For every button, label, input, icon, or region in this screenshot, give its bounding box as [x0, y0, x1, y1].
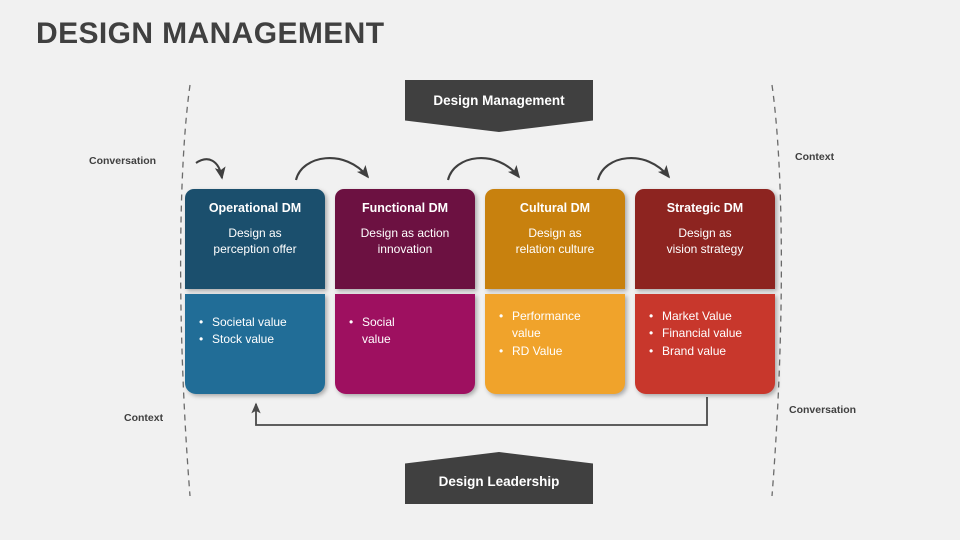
card-title: Operational DM [208, 201, 302, 215]
flow-arrow-1 [195, 158, 226, 180]
list-item-continuation: value [512, 326, 541, 341]
card-bottom-operational-dm[interactable]: Societal value Stock value [185, 294, 325, 394]
column-cultural-dm: Cultural DM Design as relation culture P… [485, 189, 625, 394]
banner-bottom-label: Design Leadership [438, 474, 560, 490]
card-bottom-strategic-dm[interactable]: Market Value Financial value Brand value [635, 294, 775, 394]
list-item: Social [349, 314, 467, 332]
list-item: Market Value [649, 308, 767, 326]
card-top-cultural-dm[interactable]: Cultural DM Design as relation culture [485, 189, 625, 289]
label-context-left: Context [124, 412, 164, 424]
banner-top-label: Design Management [433, 93, 565, 109]
value-list: Social value [349, 314, 467, 349]
card-subtitle-line1: Design as [228, 226, 282, 241]
flow-arrow-3 [446, 157, 521, 181]
card-top-strategic-dm[interactable]: Strategic DM Design as vision strategy [635, 189, 775, 289]
card-title: Strategic DM [666, 201, 744, 215]
list-item: Brand value [649, 343, 767, 361]
card-subtitle-line1: Design as action [360, 226, 450, 241]
list-item: Financial value [649, 325, 767, 343]
card-subtitle-line1: Design as [678, 226, 732, 241]
card-subtitle-line2: innovation [377, 241, 433, 256]
list-item: Performance [499, 308, 617, 326]
value-list: Societal value Stock value [199, 314, 317, 349]
card-bottom-cultural-dm[interactable]: Performance value RD Value [485, 294, 625, 394]
card-subtitle-line2: relation culture [515, 241, 595, 256]
banner-design-leadership: Design Leadership [405, 452, 593, 504]
card-title: Cultural DM [519, 201, 591, 215]
card-top-operational-dm[interactable]: Operational DM Design as perception offe… [185, 189, 325, 289]
page-title: DESIGN MANAGEMENT [36, 17, 385, 50]
card-title: Functional DM [361, 201, 449, 215]
banner-design-management: Design Management [405, 80, 593, 132]
card-subtitle: Design as perception offer [193, 226, 317, 257]
card-bottom-functional-dm[interactable]: Social value [335, 294, 475, 394]
list-item-continuation: value [362, 332, 391, 347]
flow-arrow-2 [294, 157, 370, 181]
card-subtitle: Design as action innovation [343, 226, 467, 257]
feedback-loop-line [251, 397, 708, 426]
list-item: Stock value [199, 331, 317, 349]
list-item: Societal value [199, 314, 317, 332]
value-list: Performance value RD Value [499, 308, 617, 361]
card-top-functional-dm[interactable]: Functional DM Design as action innovatio… [335, 189, 475, 289]
label-context-right: Context [795, 151, 835, 163]
column-operational-dm: Operational DM Design as perception offe… [185, 189, 325, 394]
value-list: Market Value Financial value Brand value [649, 308, 767, 361]
label-conversation-right: Conversation [789, 404, 857, 416]
flow-arrow-4 [596, 157, 671, 181]
column-functional-dm: Functional DM Design as action innovatio… [335, 189, 475, 394]
card-subtitle-line1: Design as [528, 226, 582, 241]
column-strategic-dm: Strategic DM Design as vision strategy M… [635, 189, 775, 394]
card-subtitle: Design as vision strategy [643, 226, 767, 257]
card-subtitle: Design as relation culture [493, 226, 617, 257]
label-conversation-left: Conversation [89, 155, 157, 167]
list-item: RD Value [499, 343, 617, 361]
card-subtitle-line2: vision strategy [666, 241, 744, 256]
card-subtitle-line2: perception offer [213, 241, 297, 256]
